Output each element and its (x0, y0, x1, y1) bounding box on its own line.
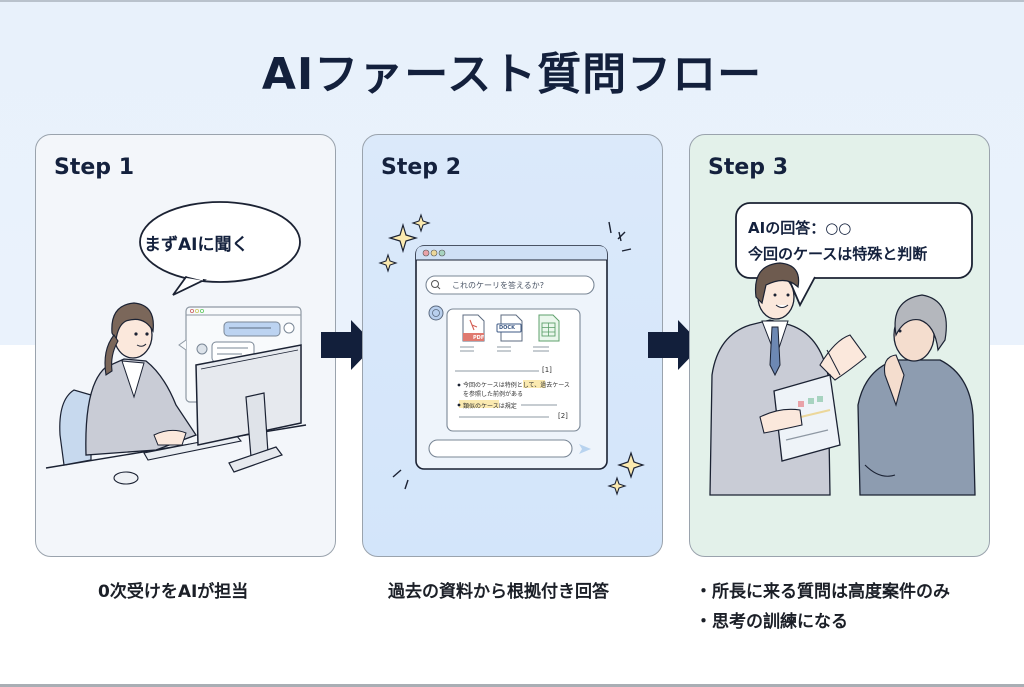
speech-bubble (139, 201, 301, 296)
doc-label: DOCK (499, 325, 515, 331)
step-1-illustration (45, 201, 307, 485)
step-3-bullet-2: ・思考の訓練になる (695, 612, 848, 632)
step-2-illustration (378, 213, 645, 496)
monitor-icon (195, 344, 302, 473)
step-1-label: Step 1 (54, 155, 134, 180)
tablet-icon (759, 374, 841, 462)
step-3-caption: ・所長に来る質問は高度案件のみ ・思考の訓練になる (695, 577, 950, 637)
woman-figure (85, 302, 197, 456)
speech-bubble (735, 202, 973, 308)
step-2-caption: 過去の資料から根拠付き回答 (388, 582, 609, 602)
pdf-file-icon (462, 314, 485, 342)
employee-figure (709, 262, 867, 496)
page-title: AIファースト質問フロー (261, 49, 763, 100)
ai-chat-window (415, 245, 608, 470)
arrow-right-icon (321, 320, 375, 370)
manager-figure (857, 294, 976, 496)
answer-line-2: を参照した前例がある (463, 391, 524, 398)
sparkle-icon (378, 213, 645, 496)
step-3-card: Step 3 (689, 134, 990, 557)
answer-line-1: 今回のケースは特例として、過去ケース (463, 382, 570, 389)
speech-bubble-line-2: 今回のケースは特殊と判断 (748, 245, 928, 263)
radiating-lines (392, 221, 632, 490)
pdf-label: PDF (473, 335, 485, 341)
doc-file-icon (496, 314, 523, 342)
speech-bubble-line-1: AIの回答：○○ (748, 219, 852, 237)
step-1-card: Step 1 (35, 134, 336, 557)
step-1-caption: 0次受けをAIが担当 (98, 582, 249, 602)
citation-2: [2] (558, 412, 568, 420)
send-icon (579, 444, 591, 454)
step-2-label: Step 2 (381, 155, 461, 180)
chat-search-placeholder: これのケーリを答えるか? (452, 281, 545, 290)
spreadsheet-file-icon (538, 314, 560, 342)
step-3-label: Step 3 (708, 155, 788, 180)
answer-line-3: 類似のケースは規定 (463, 403, 517, 410)
bottom-border (0, 684, 1024, 687)
step-3-bullet-1: ・所長に来る質問は高度案件のみ (695, 582, 950, 602)
step-2-card: Step 2 (362, 134, 663, 557)
speech-bubble-text: AIの回答：○○ 今回のケースは特殊と判断 (748, 215, 927, 267)
step-3-illustration (709, 202, 976, 496)
speech-bubble-text: まずAIに聞く (144, 235, 249, 255)
arrow-right-icon (648, 320, 702, 370)
citation-1: [1] (542, 366, 552, 374)
